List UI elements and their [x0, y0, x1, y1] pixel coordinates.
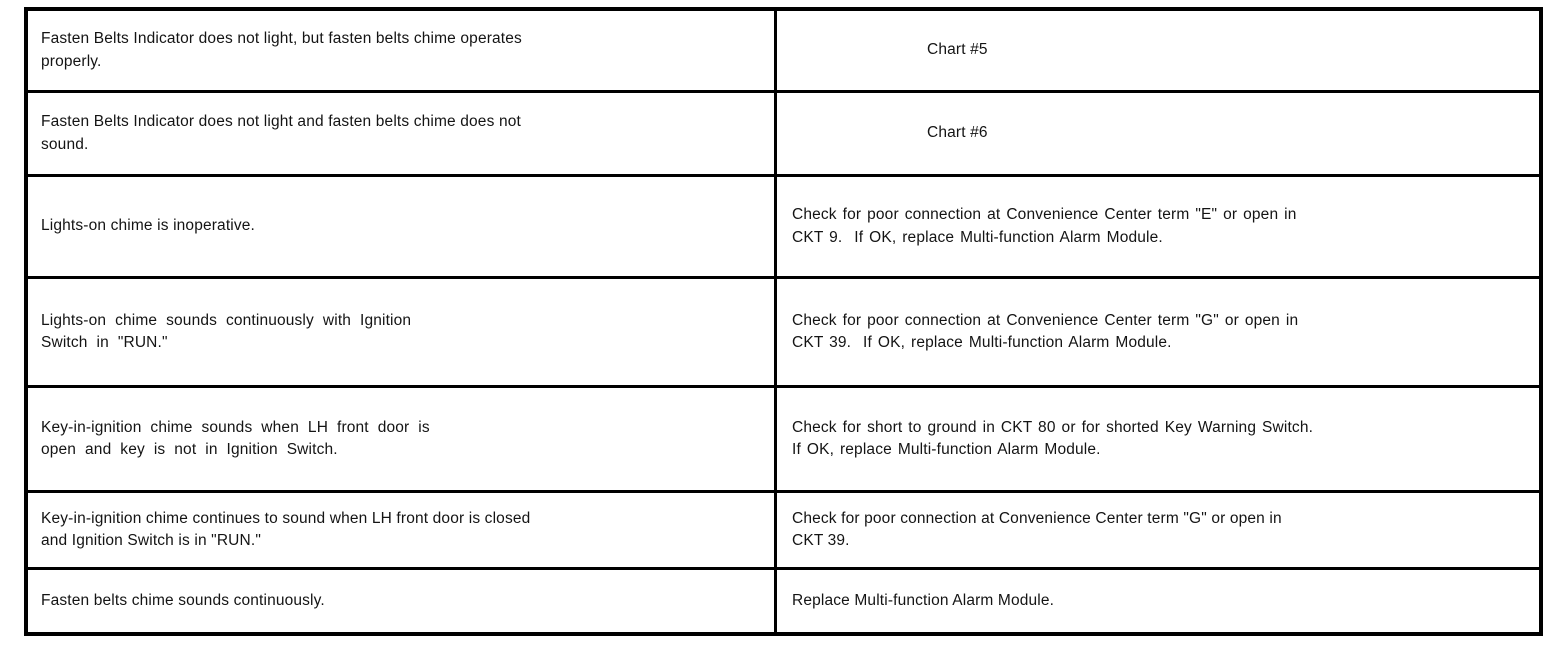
symptom-cell: Lights-on chime is inoperative. [28, 177, 774, 276]
table-row: Key-in-ignition chime sounds when LH fro… [28, 388, 1539, 493]
action-text: Replace Multi-function Alarm Module. [792, 591, 1055, 609]
action-cell: Chart #6 [774, 93, 1539, 174]
action-cell: Check for short to ground in CKT 80 or f… [774, 388, 1539, 490]
chart-reference: Chart #6 [927, 124, 988, 142]
symptom-cell: Key-in-ignition chime sounds when LH fro… [28, 388, 774, 490]
action-text: Check for poor connection at Convenience… [792, 311, 1299, 352]
table-row: Key-in-ignition chime continues to sound… [28, 493, 1539, 570]
symptom-text: Fasten Belts Indicator does not light an… [41, 113, 521, 153]
action-cell: Replace Multi-function Alarm Module. [774, 570, 1539, 632]
table-row: Lights-on chime is inoperative. Check fo… [28, 177, 1539, 279]
table-row: Lights-on chime sounds continuously with… [28, 279, 1539, 388]
symptom-text: Key-in-ignition chime continues to sound… [41, 509, 531, 550]
action-text: Check for short to ground in CKT 80 or f… [792, 418, 1314, 459]
action-text: Check for poor connection at Convenience… [792, 206, 1297, 246]
table-row: Fasten Belts Indicator does not light, b… [28, 11, 1539, 93]
table-row: Fasten belts chime sounds continuously. … [28, 570, 1539, 632]
action-text: Check for poor connection at Convenience… [792, 509, 1282, 550]
symptom-cell: Fasten belts chime sounds continuously. [28, 570, 774, 632]
action-cell: Chart #5 [774, 11, 1539, 90]
symptom-cell: Key-in-ignition chime continues to sound… [28, 493, 774, 567]
symptom-diagnosis-table: Fasten Belts Indicator does not light, b… [24, 7, 1543, 636]
symptom-cell: Fasten Belts Indicator does not light, b… [28, 11, 774, 90]
symptom-cell: Lights-on chime sounds continuously with… [28, 279, 774, 385]
action-cell: Check for poor connection at Convenience… [774, 279, 1539, 385]
symptom-cell: Fasten Belts Indicator does not light an… [28, 93, 774, 174]
symptom-text: Lights-on chime sounds continuously with… [41, 311, 412, 352]
action-cell: Check for poor connection at Convenience… [774, 177, 1539, 276]
symptom-text: Fasten Belts Indicator does not light, b… [41, 30, 522, 70]
chart-reference: Chart #5 [927, 41, 988, 59]
symptom-text: Fasten belts chime sounds continuously. [41, 591, 325, 609]
table-row: Fasten Belts Indicator does not light an… [28, 93, 1539, 177]
symptom-text: Key-in-ignition chime sounds when LH fro… [41, 418, 430, 459]
symptom-text: Lights-on chime is inoperative. [41, 217, 256, 235]
action-cell: Check for poor connection at Convenience… [774, 493, 1539, 567]
